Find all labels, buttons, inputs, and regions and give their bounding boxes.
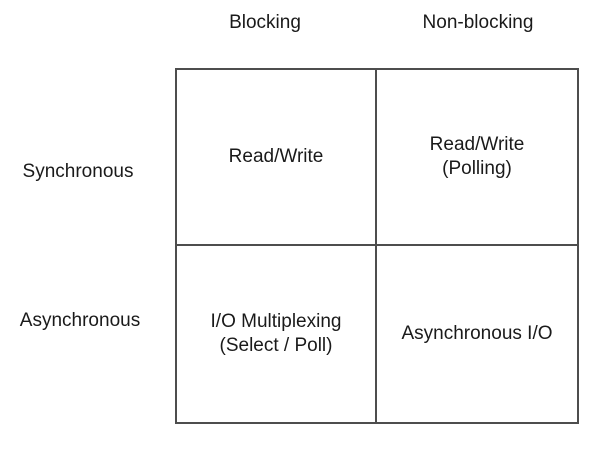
cell-synchronous-blocking: Read/Write xyxy=(177,70,377,246)
row-header-asynchronous: Asynchronous xyxy=(19,310,141,331)
cell-asynchronous-blocking: I/O Multiplexing (Select / Poll) xyxy=(177,246,377,422)
matrix-grid: Read/Write Read/Write (Polling) I/O Mult… xyxy=(175,68,579,424)
cell-asynchronous-non-blocking: Asynchronous I/O xyxy=(401,323,553,344)
column-header-blocking: Blocking xyxy=(229,12,301,33)
cell-synchronous-non-blocking: Read/Write (Polling) xyxy=(377,70,577,246)
row-header-synchronous: Synchronous xyxy=(22,161,134,182)
column-header-non-blocking: Non-blocking xyxy=(422,12,534,33)
